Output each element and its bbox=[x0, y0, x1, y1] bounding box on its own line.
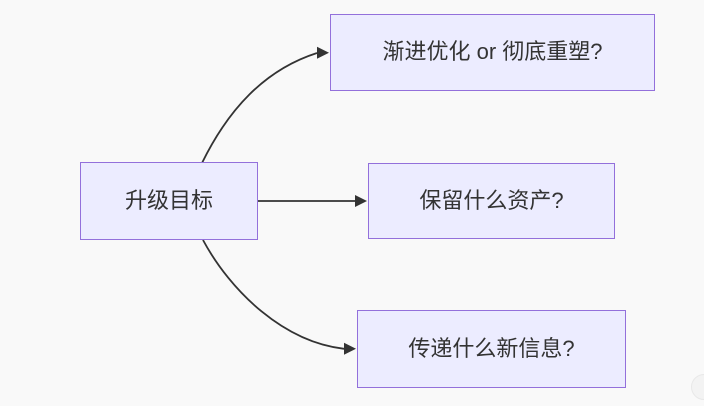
arrowhead-icon bbox=[355, 195, 367, 207]
node-label: 保留什么资产? bbox=[419, 187, 564, 213]
arrowhead-icon bbox=[344, 342, 356, 355]
node-upgrade-goal: 升级目标 bbox=[80, 162, 258, 240]
edge-center-to-branch1 bbox=[201, 46, 329, 164]
arrowhead-icon bbox=[317, 46, 329, 59]
node-label: 升级目标 bbox=[124, 187, 213, 213]
node-new-info-to-convey: 传递什么新信息? bbox=[357, 310, 626, 388]
node-optimize-or-rebuild: 渐进优化 or 彻底重塑? bbox=[330, 14, 655, 91]
node-label: 渐进优化 or 彻底重塑? bbox=[382, 39, 603, 65]
corner-circle-artifact bbox=[691, 374, 704, 400]
node-assets-to-keep: 保留什么资产? bbox=[368, 163, 615, 239]
edge-center-to-branch2 bbox=[258, 195, 367, 207]
node-label: 传递什么新信息? bbox=[408, 335, 575, 361]
edge-center-to-branch3 bbox=[202, 239, 356, 355]
